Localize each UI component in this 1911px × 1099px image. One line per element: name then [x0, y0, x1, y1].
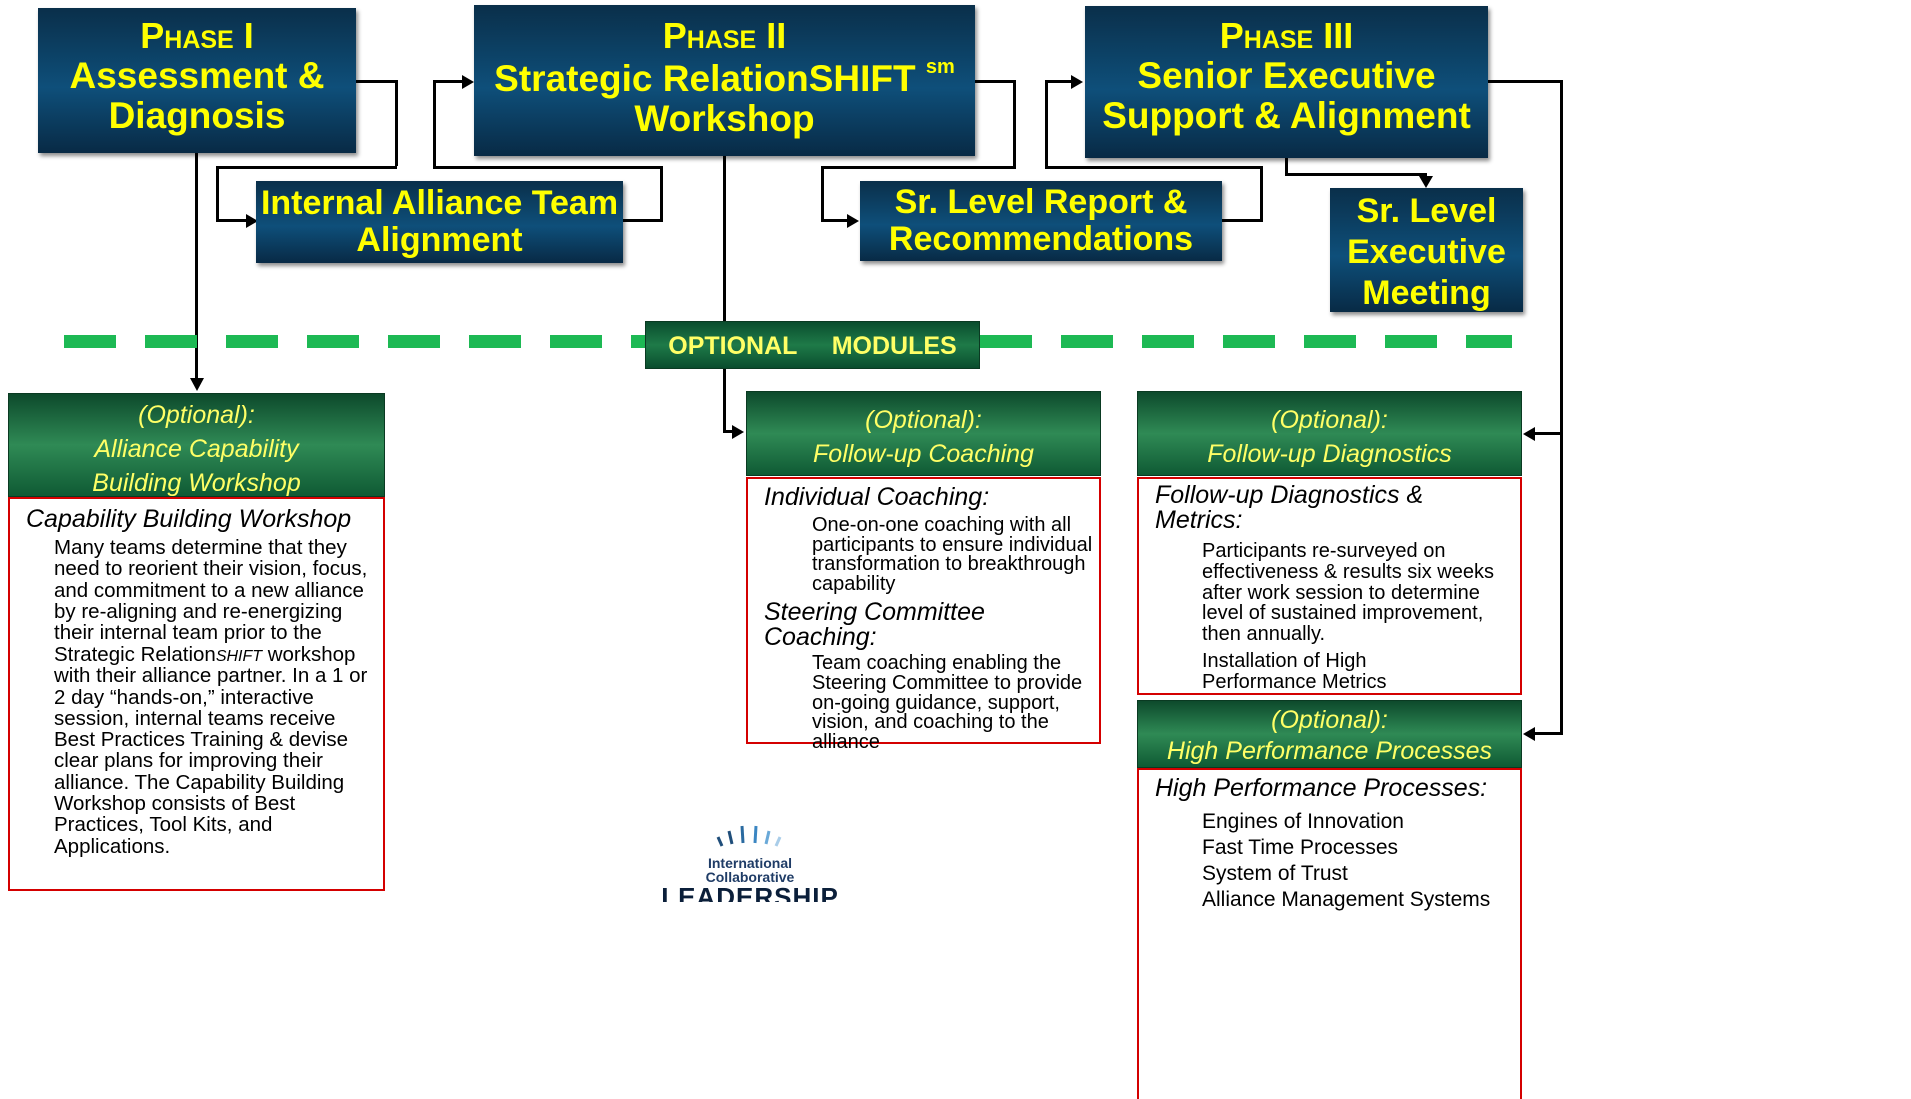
- phase-2-title: Strategic RelationSHIFT: [494, 57, 916, 99]
- individual-coaching-title: Individual Coaching:: [764, 483, 990, 511]
- diagnostics-body-2: Installation of High Performance Metrics: [1202, 649, 1387, 693]
- capability-title: Capability Building Workshop: [26, 505, 352, 533]
- connector-line: [723, 156, 726, 432]
- steering-coaching-body: Team coaching enabling the Steering Comm…: [812, 652, 1083, 753]
- processes-item: System of Trust: [1202, 862, 1348, 885]
- connector-line: [1534, 432, 1563, 435]
- connector-line: [1045, 80, 1072, 83]
- diagnostics-module-header: (Optional): Follow-up Diagnostics: [1137, 391, 1522, 476]
- phase-1-title: Assessment & Diagnosis: [69, 54, 325, 137]
- connector-line: [821, 166, 1016, 169]
- connector-line: [821, 166, 824, 222]
- internal-alliance-box: Internal Alliance Team Alignment: [256, 181, 623, 263]
- diagnostics-title: Follow-up Diagnostics & Metrics:: [1155, 481, 1424, 534]
- optional-modules-label: OPTIONAL MODULES: [645, 321, 980, 369]
- connector-line: [1285, 173, 1427, 176]
- arrow-head: [462, 75, 474, 89]
- processes-module-title: High Performance Processes: [1166, 737, 1493, 766]
- connector-line: [216, 166, 219, 222]
- individual-coaching-body: One-on-one coaching with all participant…: [812, 514, 1093, 595]
- connector-line: [1260, 166, 1263, 222]
- phase-3-label: Phase III: [1219, 15, 1354, 56]
- connector-line: [356, 80, 397, 83]
- phase-3-box: Phase III Senior Executive Support & Ali…: [1085, 6, 1488, 158]
- phase-2-box: Phase II Strategic RelationSHIFT sm Work…: [474, 5, 975, 156]
- optional-label: (Optional):: [1271, 406, 1388, 434]
- arrow-head: [190, 378, 204, 391]
- connector-line: [723, 430, 733, 433]
- phase-1-box: Phase I Assessment & Diagnosis: [38, 8, 356, 153]
- connector-line: [433, 166, 663, 169]
- connector-line: [216, 166, 397, 169]
- processes-item: Alliance Management Systems: [1202, 888, 1491, 911]
- coaching-module-title: Follow-up Coaching: [813, 439, 1034, 468]
- connector-line: [433, 80, 463, 83]
- connector-line: [1560, 80, 1563, 735]
- processes-module-detail: High Performance Processes: Engines of I…: [1137, 768, 1522, 1099]
- arrow-head: [1523, 727, 1535, 741]
- logo: International Collaborative LEADERSHIP: [660, 820, 840, 902]
- diagnostics-body-1: Participants re-surveyed on effectivenes…: [1202, 540, 1494, 646]
- steering-coaching-title: Steering Committee Coaching:: [764, 598, 985, 652]
- arrow-head: [1071, 75, 1083, 89]
- capability-module-detail: Capability Building Workshop Many teams …: [8, 497, 385, 891]
- capability-body: Many teams determine that they need to r…: [54, 536, 368, 858]
- connector-line: [1222, 219, 1262, 222]
- connector-line: [1424, 173, 1427, 177]
- logo-line-2: Collaborative: [705, 869, 795, 885]
- coaching-module-header: (Optional): Follow-up Coaching: [746, 391, 1101, 476]
- processes-title: High Performance Processes:: [1155, 774, 1488, 802]
- phase-2-title-line2: Workshop: [634, 98, 815, 140]
- arrow-head: [1523, 427, 1535, 441]
- processes-item: Engines of Innovation: [1202, 810, 1404, 833]
- connector-line: [1488, 80, 1563, 83]
- capability-module-title: Alliance Capability Building Workshop: [92, 434, 301, 497]
- phase-1-label: Phase I: [140, 15, 254, 56]
- optional-label: (Optional):: [1271, 706, 1388, 734]
- connector-line: [1045, 166, 1263, 169]
- arrow-head: [847, 214, 859, 228]
- arrow-head: [1419, 176, 1433, 188]
- processes-module-header: (Optional): High Performance Processes: [1137, 700, 1522, 768]
- sr-level-meeting-box: Sr. Level Executive Meeting: [1330, 188, 1523, 312]
- connector-line: [821, 219, 848, 222]
- optional-label: (Optional):: [865, 406, 982, 434]
- connector-line: [623, 219, 663, 222]
- connector-line: [660, 166, 663, 222]
- logo-line-3: LEADERSHIP: [661, 882, 839, 902]
- logo-rays-icon: [716, 825, 782, 847]
- connector-line: [975, 80, 1015, 83]
- diagnostics-module-detail: Follow-up Diagnostics & Metrics: Partici…: [1137, 477, 1522, 695]
- arrow-head: [732, 425, 744, 439]
- connector-line: [1013, 80, 1016, 169]
- diagnostics-module-title: Follow-up Diagnostics: [1207, 439, 1452, 468]
- phase-3-title: Senior Executive Support & Alignment: [1102, 54, 1471, 137]
- logo-line-1: International: [707, 855, 792, 871]
- processes-item: Fast Time Processes: [1202, 836, 1399, 859]
- coaching-module-detail: Individual Coaching: One-on-one coaching…: [746, 477, 1101, 752]
- capability-module-header: (Optional): Alliance Capability Building…: [8, 393, 385, 497]
- connector-line: [395, 80, 398, 166]
- connector-line: [433, 80, 436, 169]
- phase-2-label: Phase II: [662, 15, 787, 56]
- connector-line: [195, 152, 198, 378]
- connector-line: [216, 219, 246, 222]
- arrow-head: [246, 214, 258, 228]
- optional-label: (Optional):: [138, 401, 255, 429]
- connector-line: [1534, 732, 1563, 735]
- connector-line: [1285, 156, 1288, 176]
- sr-level-report-box: Sr. Level Report & Recommendations: [860, 181, 1222, 261]
- connector-line: [1045, 80, 1048, 169]
- service-mark: sm: [925, 55, 955, 78]
